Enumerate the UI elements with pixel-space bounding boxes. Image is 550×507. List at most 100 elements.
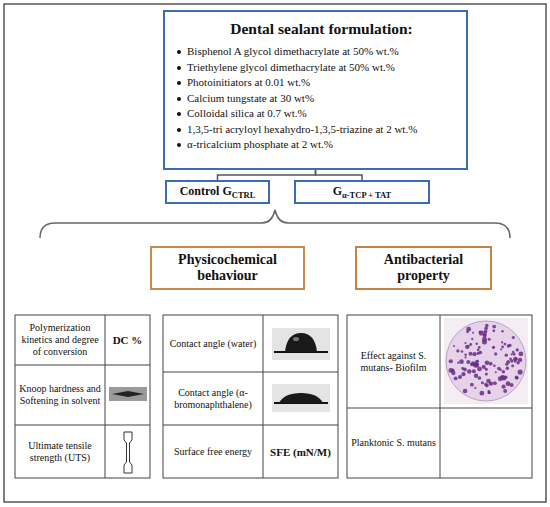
bacteria-dot [495,371,497,373]
bacteria-dot [501,385,505,389]
bullet-item: α-tricalcium phosphate at 2 wt.% [187,137,456,153]
bacteria-dot [472,352,476,356]
bacteria-dot [498,376,503,381]
category-box: Antibacterial property [355,246,492,290]
bacteria-dot [501,341,503,343]
bullet-dot [177,97,181,101]
bullet-dot [177,143,181,147]
bullet-text: Triethylene glycol dimethacrylate at 50%… [187,61,395,73]
bacteria-dot [510,359,513,362]
bacteria-dot [469,343,472,346]
bacteria-dot [461,350,464,353]
bacteria-dot [468,352,472,356]
bullet-text: Photoinitiators at 0.01 wt.% [187,76,310,88]
bacteria-dot [477,348,480,351]
bacteria-dot [482,365,484,367]
table-cell: Surface free energy [163,425,263,478]
bullet-item: Bisphenol A glycol dimethacrylate at 50%… [187,44,456,60]
bacteria-dot [501,346,504,349]
heading-text: Dental sealant formulation: [230,20,413,37]
bacteria-dot [518,358,522,362]
table-cell: Ultimate tensile strength (UTS) [15,425,105,478]
bacteria-dot [485,324,488,327]
table-grid [15,315,532,478]
bacteria-dot [463,368,467,372]
bacteria-dot [512,351,514,353]
bullet-text: Colloidal silica at 0.7 wt.% [187,107,307,119]
bacteria-dot [458,375,462,379]
bacteria-dot [493,381,497,385]
bacteria-dot [478,346,481,349]
bullet-dot [177,128,181,132]
bacteria-dot [464,354,466,356]
bacteria-dot [514,361,516,363]
bacteria-dot [519,352,524,357]
bacteria-dot [454,376,458,380]
table-cell: Knoop hardness and Softening in solvent [15,365,105,425]
group-box: Gα-TCP + TAT [294,180,430,204]
bacteria-dot [470,383,474,387]
bacteria-dot [492,325,496,329]
bullet-text: Bisphenol A glycol dimethacrylate at 50%… [187,45,399,57]
bacteria-dot [503,389,507,393]
bacteria-dot [492,346,495,349]
connector-line [218,170,316,180]
bacteria-dot [472,332,474,334]
bacteria-dot [485,368,488,371]
bacteria-dot [485,372,488,375]
bacteria-dot [470,363,474,367]
box-heading: Dental sealant formulation: [187,20,456,38]
bacteria-dot [492,329,495,332]
bacteria-dot [456,349,459,352]
bacteria-dot [488,338,491,341]
group-subscript: CTRL [232,190,256,200]
bacteria-dot [486,379,491,384]
bacteria-dot [502,370,505,373]
bacteria-dot [506,360,510,364]
group-label: Gα-TCP + TAT [333,184,392,200]
bullet-dot [177,81,181,85]
bullet-item: Photoinitiators at 0.01 wt.% [187,75,456,91]
bacteria-dot [465,356,467,358]
bacteria-dot [493,365,496,368]
bacteria-dot [485,360,490,365]
bacteria-dot [512,336,515,339]
bullet-item: 1,3,5-tri acryloyl hexahydro-1,3,5-triaz… [187,122,456,138]
bullet-text: 1,3,5-tri acryloyl hexahydro-1,3,5-triaz… [187,123,417,135]
bacteria-dot [501,330,503,332]
bacteria-dot [494,352,497,355]
bacteria-dot [477,367,482,372]
group-name: Control G [180,184,232,198]
category-box: Physicochemical behaviour [150,246,305,290]
biofilm-micrograph [444,318,528,404]
bacteria-dot [464,342,466,344]
bacteria-dot [504,343,507,346]
table-cell: Contact angle (α-bromonaphthalene) [163,372,263,425]
bacteria-dot [467,369,472,374]
bullet-dot [177,112,181,116]
outer-frame [4,4,546,502]
bacteria-dot [478,376,482,380]
bacteria-dot [461,372,465,376]
bullet-item: Calcium tungstate at 30 wt% [187,91,456,107]
bullet-text: α-tricalcium phosphate at 2 wt.% [187,138,333,150]
bacteria-dot [506,381,511,386]
bacteria-dot [511,364,514,367]
group-label: Control GCTRL [180,184,256,200]
bacteria-dot [508,344,511,347]
bacteria-dot [453,345,455,347]
bacteria-dot [474,362,479,367]
category-title: Antibacterial property [357,252,490,284]
bacteria-dot [515,358,517,360]
bacteria-dot [459,359,464,364]
table-cell: Planktonic S. mutans [347,408,440,478]
bacteria-dot [472,369,476,373]
bacteria-dot [483,332,487,336]
formulation-box: Dental sealant formulation: Bisphenol A g… [163,10,468,170]
bromonaphthalene-droplet [272,384,330,412]
bacteria-dot [474,374,478,378]
bacteria-dot [511,353,513,355]
table-cell: SFE (mN/M) [263,425,338,478]
bacteria-dot [499,369,501,371]
connector-line [316,170,363,180]
